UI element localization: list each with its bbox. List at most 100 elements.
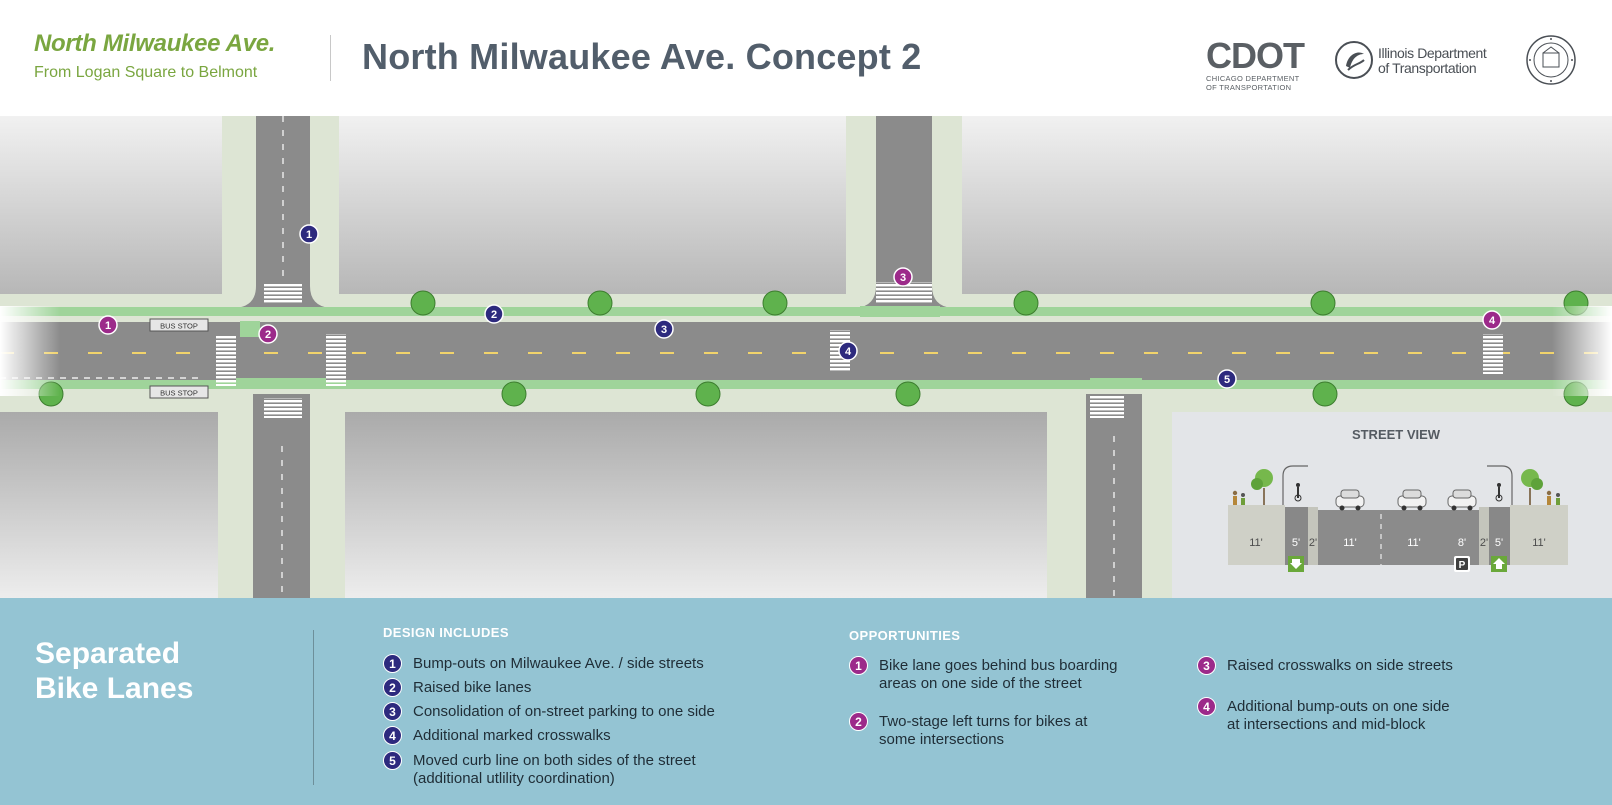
sv-sidewalk-right [1510, 505, 1568, 565]
plan-marker-design-5: 5 [1217, 369, 1237, 389]
two-stage-turn-box [240, 321, 260, 337]
side-street-1-north [236, 116, 330, 308]
design-item-text: Raised bike lanes [413, 679, 532, 696]
bus-stop-north-shelter [149, 318, 209, 332]
svg-text:1: 1 [105, 320, 111, 332]
tree [895, 381, 921, 407]
sv-width-buffer-right: 2' [1480, 537, 1488, 549]
county-seal-icon [1526, 35, 1576, 85]
tree [501, 381, 527, 407]
opportunity-item-text-line-1: Additional bump-outs on one side [1227, 698, 1450, 715]
design-item-text: Moved curb line on both sides of the str… [413, 752, 696, 788]
tree [762, 290, 788, 316]
opportunity-item-text: Two-stage left turns for bikes at some i… [879, 713, 1087, 749]
sv-width-buffer-left: 2' [1309, 537, 1317, 549]
opportunity-item: 4 Additional bump-outs on one side at in… [1197, 697, 1450, 734]
cdot-logo: CDOT CHICAGO DEPARTMENT OF TRANSPORTATIO… [1206, 38, 1306, 93]
sv-width-sidewalk-left: 11' [1249, 537, 1263, 549]
svg-text:2: 2 [491, 309, 497, 321]
design-marker: 5 [383, 751, 402, 770]
plan-marker-opportunity-1: 1 [98, 315, 118, 335]
street-plan: BUS STOP BUS STOP 1 1 [0, 116, 1612, 598]
block-sw [0, 412, 218, 598]
car-icon [1447, 489, 1477, 511]
plan-marker-design-2: 2 [484, 304, 504, 324]
down-arrow-icon [1288, 556, 1304, 572]
street-light-icon [1487, 465, 1513, 505]
legend-divider [313, 630, 314, 785]
design-item-text: Additional marked crosswalks [413, 727, 611, 744]
sv-width-travel-1: 11' [1343, 537, 1357, 549]
crosswalk-1-south [264, 398, 302, 418]
design-item: 3 Consolidation of on-street parking to … [383, 702, 715, 721]
bike-lane-north [0, 307, 1612, 316]
bus-stop-south-shelter [149, 385, 209, 399]
tree [1013, 290, 1039, 316]
sv-width-parking: 8' [1458, 537, 1466, 549]
design-item: 1 Bump-outs on Milwaukee Ave. / side str… [383, 654, 704, 673]
svg-text:3: 3 [900, 272, 906, 284]
crosswalk-1-north [264, 284, 302, 304]
svg-text:3: 3 [661, 324, 667, 336]
plan-marker-design-1: 1 [299, 224, 319, 244]
opportunity-marker: 4 [1197, 697, 1216, 716]
crosswalk-1-west [216, 336, 236, 386]
svg-text:5: 5 [1224, 374, 1230, 386]
bike-crossing-south-1 [236, 378, 326, 389]
design-item-text-line-1: Moved curb line on both sides of the str… [413, 752, 696, 769]
bike-lane-south [0, 380, 1612, 389]
idot-logo-line-1: Illinois Department [1378, 45, 1487, 61]
crosswalk-east [1483, 334, 1503, 374]
design-marker: 2 [383, 678, 402, 697]
left-fade [0, 306, 60, 396]
right-fade [1552, 306, 1612, 396]
opportunity-item-text: Additional bump-outs on one side at inte… [1227, 698, 1450, 734]
opportunity-item-text: Raised crosswalks on side streets [1227, 657, 1453, 674]
block-s-center [345, 412, 1047, 598]
sv-width-bike-right: 5' [1495, 537, 1503, 549]
bike-crossing-north-2 [860, 306, 940, 317]
design-marker: 4 [383, 726, 402, 745]
crosswalk-2-north [876, 282, 932, 304]
opportunity-item: 2 Two-stage left turns for bikes at some… [849, 712, 1087, 749]
side-street-2-north [856, 116, 952, 308]
block-n-center [339, 116, 846, 294]
parking-icon: P [1454, 556, 1470, 572]
sv-parking-lane [1445, 510, 1479, 565]
svg-text:4: 4 [1489, 315, 1496, 327]
pedestrian-icon [1241, 493, 1245, 505]
design-item: 5 Moved curb line on both sides of the s… [383, 751, 696, 788]
plan-marker-design-4: 4 [838, 341, 858, 361]
opportunity-marker: 3 [1197, 656, 1216, 675]
legend-panel: Separated Bike Lanes DESIGN INCLUDES 1 B… [0, 598, 1612, 805]
street-view-panel: STREET VIEW 11' 5' 2' 11' 11' 8' 2' 5' 1… [1172, 412, 1612, 598]
opportunity-marker: 1 [849, 656, 868, 675]
bus-stop-north-label: BUS STOP [160, 322, 198, 331]
tree [587, 290, 613, 316]
plan-marker-opportunity-2: 2 [258, 324, 278, 344]
design-item: 4 Additional marked crosswalks [383, 726, 611, 745]
crosswalk-3-south [1090, 396, 1124, 418]
sv-width-bike-left: 5' [1292, 537, 1300, 549]
tree [695, 381, 721, 407]
opportunity-item-text-line-1: Bike lane goes behind bus boarding [879, 657, 1118, 674]
design-marker: 3 [383, 702, 402, 721]
brand-subtitle: From Logan Square to Belmont [34, 64, 258, 81]
page-title: North Milwaukee Ave. Concept 2 [362, 36, 922, 77]
idot-logo-line-2: of Transportation [1378, 60, 1477, 76]
cyclist-icon [1294, 483, 1302, 502]
plan-marker-opportunity-4: 4 [1482, 310, 1502, 330]
section-title: Separated Bike Lanes [35, 636, 275, 706]
block-ne [962, 116, 1612, 294]
cdot-logo-sub-1: CHICAGO DEPARTMENT [1206, 74, 1300, 83]
pedestrian-icon [1546, 490, 1552, 505]
idot-emblem-icon [1335, 41, 1373, 79]
crosswalk-1-east [326, 334, 346, 386]
bike-crossing-south-3 [1090, 378, 1142, 389]
sv-width-sidewalk-right: 11' [1532, 537, 1546, 549]
sv-sidewalk-left [1228, 505, 1285, 565]
cdot-logo-sub-2: OF TRANSPORTATION [1206, 83, 1292, 92]
svg-text:2: 2 [265, 329, 271, 341]
street-view-title: STREET VIEW [1352, 427, 1441, 442]
car-icon [1397, 489, 1427, 511]
